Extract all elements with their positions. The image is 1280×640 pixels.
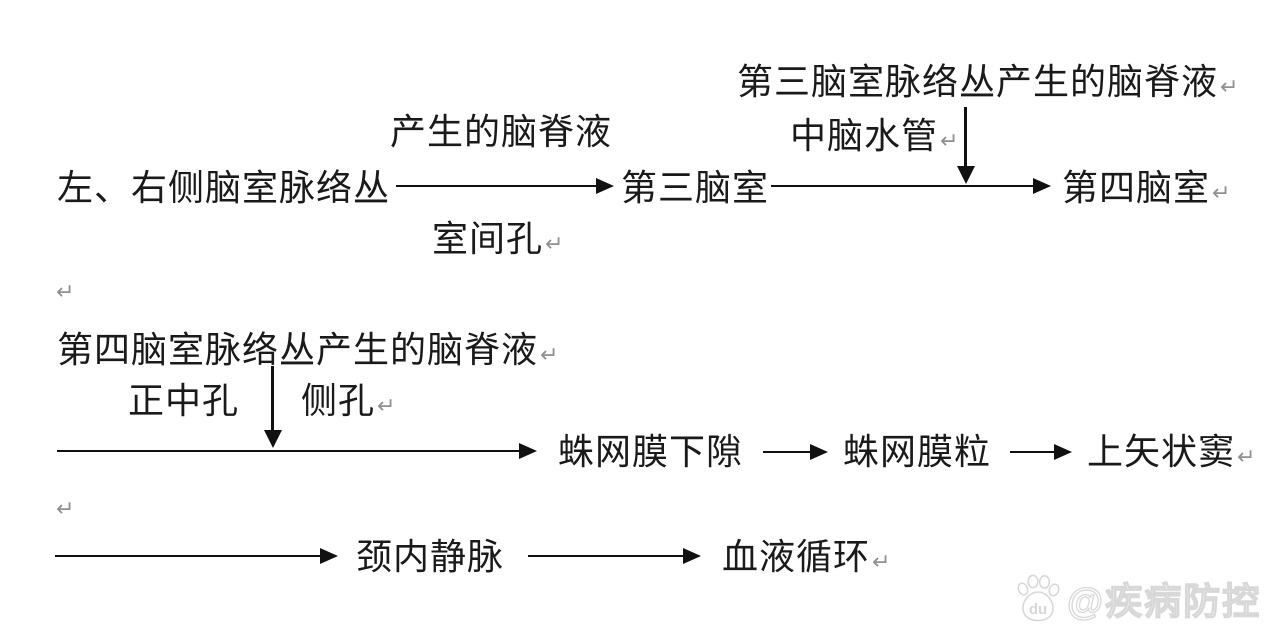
- label-lateral-aperture: 侧孔↵: [301, 380, 396, 428]
- label-cerebral-aqueduct: 中脑水管↵: [790, 115, 959, 163]
- arrow-granulations-to-sinus: [1010, 444, 1072, 460]
- label-fourth-ventricle-csf: 第四脑室脉络丛产生的脑脊液↵: [57, 329, 559, 377]
- label-interventricular-foramen: 室间孔↵: [432, 218, 564, 266]
- paragraph-mark: ↵: [1220, 75, 1240, 100]
- label-text: 第三脑室脉络丛产生的脑脊液: [737, 62, 1219, 102]
- watermark: du @疾病防控: [1014, 571, 1261, 625]
- label-text: 室间孔: [432, 219, 544, 259]
- label-text: 正中孔: [128, 381, 240, 421]
- arrow-third-to-fourth: [771, 178, 1051, 194]
- arrow-jugular-to-blood: [528, 548, 701, 564]
- arrow-to-subarachnoid: [57, 443, 537, 459]
- paragraph-mark: ↵: [940, 129, 960, 154]
- label-text: 中脑水管: [790, 116, 939, 156]
- label-third-ventricle-csf: 第三脑室脉络丛产生的脑脊液↵: [737, 61, 1239, 109]
- paragraph-mark: ↵: [872, 550, 892, 575]
- node-fourth-ventricle: 第四脑室↵: [1062, 167, 1231, 215]
- node-third-ventricle: 第三脑室: [621, 167, 769, 209]
- node-label: 左、右侧脑室脉络丛: [57, 168, 391, 208]
- label-text: 第四脑室脉络丛产生的脑脊液: [57, 330, 539, 370]
- node-label: 血液循环: [722, 537, 871, 577]
- paragraph-mark: ↵: [540, 343, 560, 368]
- arrow-lateral-to-third: [396, 178, 614, 194]
- label-median-aperture: 正中孔: [128, 380, 239, 422]
- node-lateral-ventricle-choroid-plexus: 左、右侧脑室脉络丛: [57, 167, 390, 209]
- node-blood-circulation: 血液循环↵: [722, 536, 891, 584]
- paragraph-mark: ↵: [56, 280, 75, 305]
- arrow-third-csf-down: [957, 107, 975, 184]
- node-label: 第四脑室: [1062, 168, 1211, 208]
- node-label: 第三脑室: [621, 168, 770, 208]
- paragraph-mark: ↵: [1237, 445, 1257, 470]
- node-superior-sagittal-sinus: 上矢状窦↵: [1087, 431, 1256, 479]
- paragraph-mark: ↵: [377, 394, 397, 419]
- baidu-du-text: du: [1029, 601, 1047, 618]
- arrow-to-jugular: [55, 548, 338, 564]
- paragraph-mark: ↵: [56, 497, 75, 522]
- node-label: 上矢状窦: [1087, 432, 1236, 472]
- arrow-fourth-csf-down: [264, 366, 282, 448]
- paragraph-mark: ↵: [545, 232, 565, 257]
- node-subarachnoid-space: 蛛网膜下隙: [558, 431, 743, 473]
- node-label: 蛛网膜粒: [843, 432, 992, 472]
- label-text: 产生的脑脊液: [390, 112, 613, 152]
- watermark-handle: @疾病防控: [1066, 580, 1262, 622]
- label-produced-csf: 产生的脑脊液: [390, 111, 612, 153]
- node-label: 颈内静脉: [356, 537, 505, 577]
- paragraph-mark: ↵: [1212, 181, 1232, 206]
- arrow-subarachnoid-to-granulations: [763, 444, 828, 460]
- label-text: 侧孔: [301, 381, 376, 421]
- node-arachnoid-granulations: 蛛网膜粒: [843, 431, 991, 473]
- node-label: 蛛网膜下隙: [558, 432, 744, 472]
- baidu-paw-icon: du: [1017, 574, 1060, 622]
- node-internal-jugular-vein: 颈内静脉: [356, 536, 504, 578]
